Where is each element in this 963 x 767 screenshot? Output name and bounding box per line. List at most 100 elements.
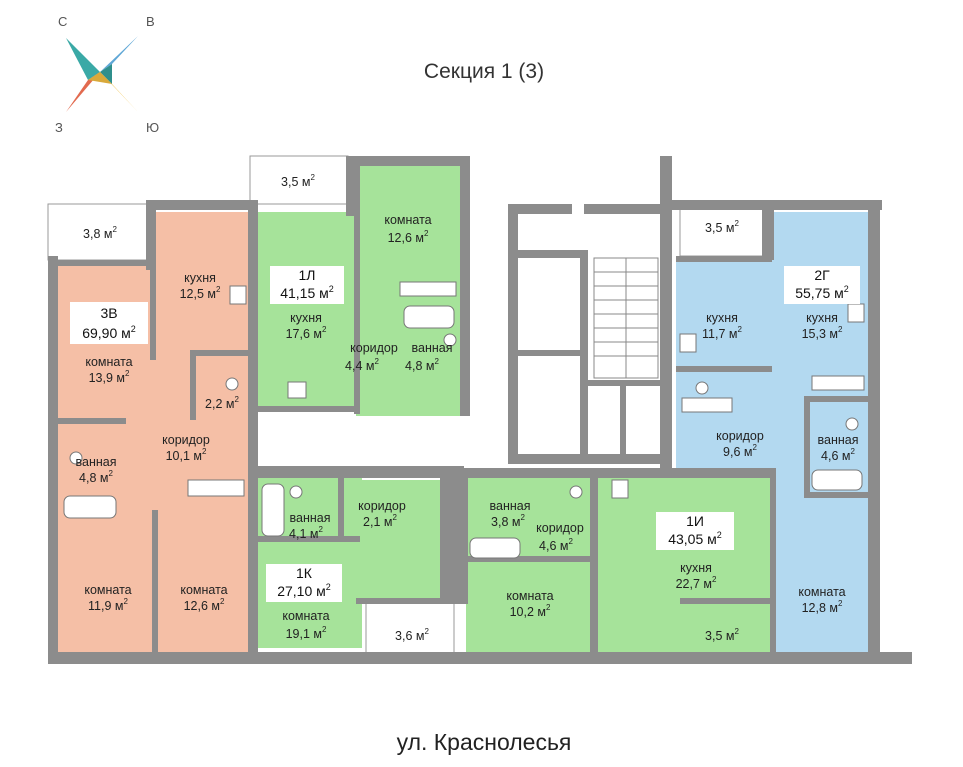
- room-name: коридор: [162, 433, 210, 447]
- room-area: 4,6 м2: [539, 537, 573, 553]
- room-area: 4,6 м2: [821, 447, 855, 463]
- room-name: комната: [84, 583, 131, 597]
- stove-icon: [679, 333, 697, 353]
- room-area: 11,7 м2: [702, 325, 742, 341]
- sink-icon: [443, 333, 457, 347]
- room-area: 4,1 м2: [289, 525, 323, 541]
- bathtub-icon: [811, 469, 863, 491]
- bathtub-icon: [403, 305, 455, 329]
- stove-icon: [611, 479, 629, 499]
- apt-3v-code: 3В: [100, 305, 117, 321]
- room-name: комната: [798, 585, 845, 599]
- compass-core-e: [100, 64, 112, 84]
- compass-core-s: [88, 72, 112, 84]
- compass-north: С: [58, 14, 67, 29]
- room-name: коридор: [536, 521, 584, 535]
- radiator-icon: [681, 397, 733, 413]
- apt-2g-area: 55,75 м2: [795, 284, 849, 301]
- radiator-icon: [187, 479, 245, 497]
- apt-1i-code: 1И: [686, 513, 704, 529]
- radiator-icon: [399, 281, 457, 297]
- room-area: 10,1 м2: [166, 447, 207, 463]
- room-name: комната: [384, 213, 431, 227]
- room-name: комната: [85, 355, 132, 369]
- compass-ray-nw: [66, 38, 100, 80]
- toilet-icon: [695, 381, 709, 395]
- compass-ray-ne: [100, 36, 138, 72]
- stove-icon: [847, 303, 865, 323]
- room-labels: кухня 12,5 м2 комната 13,9 м2 2,2 м2 кор…: [76, 213, 859, 641]
- room-name: ванная: [76, 455, 117, 469]
- room-area: 4,8 м2: [79, 469, 113, 485]
- room-area: 19,1 м2: [286, 625, 327, 641]
- bathtub-icon: [63, 495, 117, 519]
- sink-icon: [69, 451, 83, 465]
- room-area: 4,4 м2: [345, 357, 379, 373]
- room-name: коридор: [716, 429, 764, 443]
- balcony-3: [679, 203, 769, 257]
- room-area: 12,6 м2: [388, 229, 429, 245]
- apt-1k-area: 27,10 м2: [277, 582, 331, 599]
- balcony-3-area: 3,5 м2: [705, 219, 739, 235]
- compass-icon: С В З Ю: [55, 14, 159, 135]
- room-name: комната: [180, 583, 227, 597]
- apt-1i-area: 43,05 м2: [668, 530, 722, 547]
- room-area: 12,6 м2: [184, 597, 225, 613]
- room-name: кухня: [706, 311, 738, 325]
- balcony-2-area: 3,5 м2: [281, 173, 315, 189]
- balcony-4: [365, 599, 455, 663]
- room-name: кухня: [290, 311, 322, 325]
- staircase: [593, 257, 659, 379]
- compass-ray-sw: [66, 72, 100, 112]
- bathtub-icon: [469, 537, 521, 559]
- balcony-5-area: 3,5 м2: [705, 627, 739, 643]
- room-area: 12,8 м2: [802, 599, 843, 615]
- room-name: кухня: [680, 561, 712, 575]
- room-name: ванная: [818, 433, 859, 447]
- room-area: 2,2 м2: [205, 395, 239, 411]
- room-name: комната: [282, 609, 329, 623]
- apt-3v-area: 69,90 м2: [82, 324, 136, 341]
- balcony-1: [47, 203, 153, 261]
- room-name: коридор: [358, 499, 406, 513]
- apt-1k-code: 1К: [296, 565, 313, 581]
- room-area: 2,1 м2: [363, 513, 397, 529]
- balcony-1-area: 3,8 м2: [83, 225, 117, 241]
- radiator-icon: [811, 375, 865, 391]
- room-name: ванная: [490, 499, 531, 513]
- street-name: ул. Краснолесья: [397, 729, 572, 755]
- apt-1l-code: 1Л: [299, 267, 316, 283]
- compass-south: Ю: [146, 120, 159, 135]
- stove-icon: [229, 285, 247, 305]
- fixtures: [63, 281, 865, 559]
- room-name: кухня: [184, 271, 216, 285]
- balcony-4-area: 3,6 м2: [395, 627, 429, 643]
- toilet-icon: [225, 377, 239, 391]
- toilet-icon: [289, 485, 303, 499]
- compass-east: В: [146, 14, 155, 29]
- room-name: коридор: [350, 341, 398, 355]
- room-area: 4,8 м2: [405, 357, 439, 373]
- toilet-icon: [845, 417, 859, 431]
- room-area: 13,9 м2: [89, 369, 130, 385]
- compass-west: З: [55, 120, 63, 135]
- balcony-labels: 3,8 м2 3,5 м2 3,5 м2 3,6 м2 3,5 м2: [83, 173, 739, 643]
- balcony-2: [249, 155, 349, 205]
- toilet-icon: [569, 485, 583, 499]
- room-name: комната: [506, 589, 553, 603]
- room-area: 15,3 м2: [802, 325, 843, 341]
- apt-2g-code: 2Г: [814, 267, 830, 283]
- room-name: ванная: [412, 341, 453, 355]
- room-area: 9,6 м2: [723, 443, 757, 459]
- apartment-headers: 3В 69,90 м2 1Л 41,15 м2 2Г 55,75 м2 1К 2…: [70, 266, 860, 602]
- stove-icon: [287, 381, 307, 399]
- room-name: кухня: [806, 311, 838, 325]
- room-area: 17,6 м2: [286, 325, 327, 341]
- room-area: 22,7 м2: [676, 575, 717, 591]
- room-area: 11,9 м2: [88, 597, 128, 613]
- bathtub-icon: [261, 483, 285, 537]
- walls: [48, 156, 912, 664]
- room-area: 10,2 м2: [510, 603, 551, 619]
- apt-1l-area: 41,15 м2: [280, 284, 334, 301]
